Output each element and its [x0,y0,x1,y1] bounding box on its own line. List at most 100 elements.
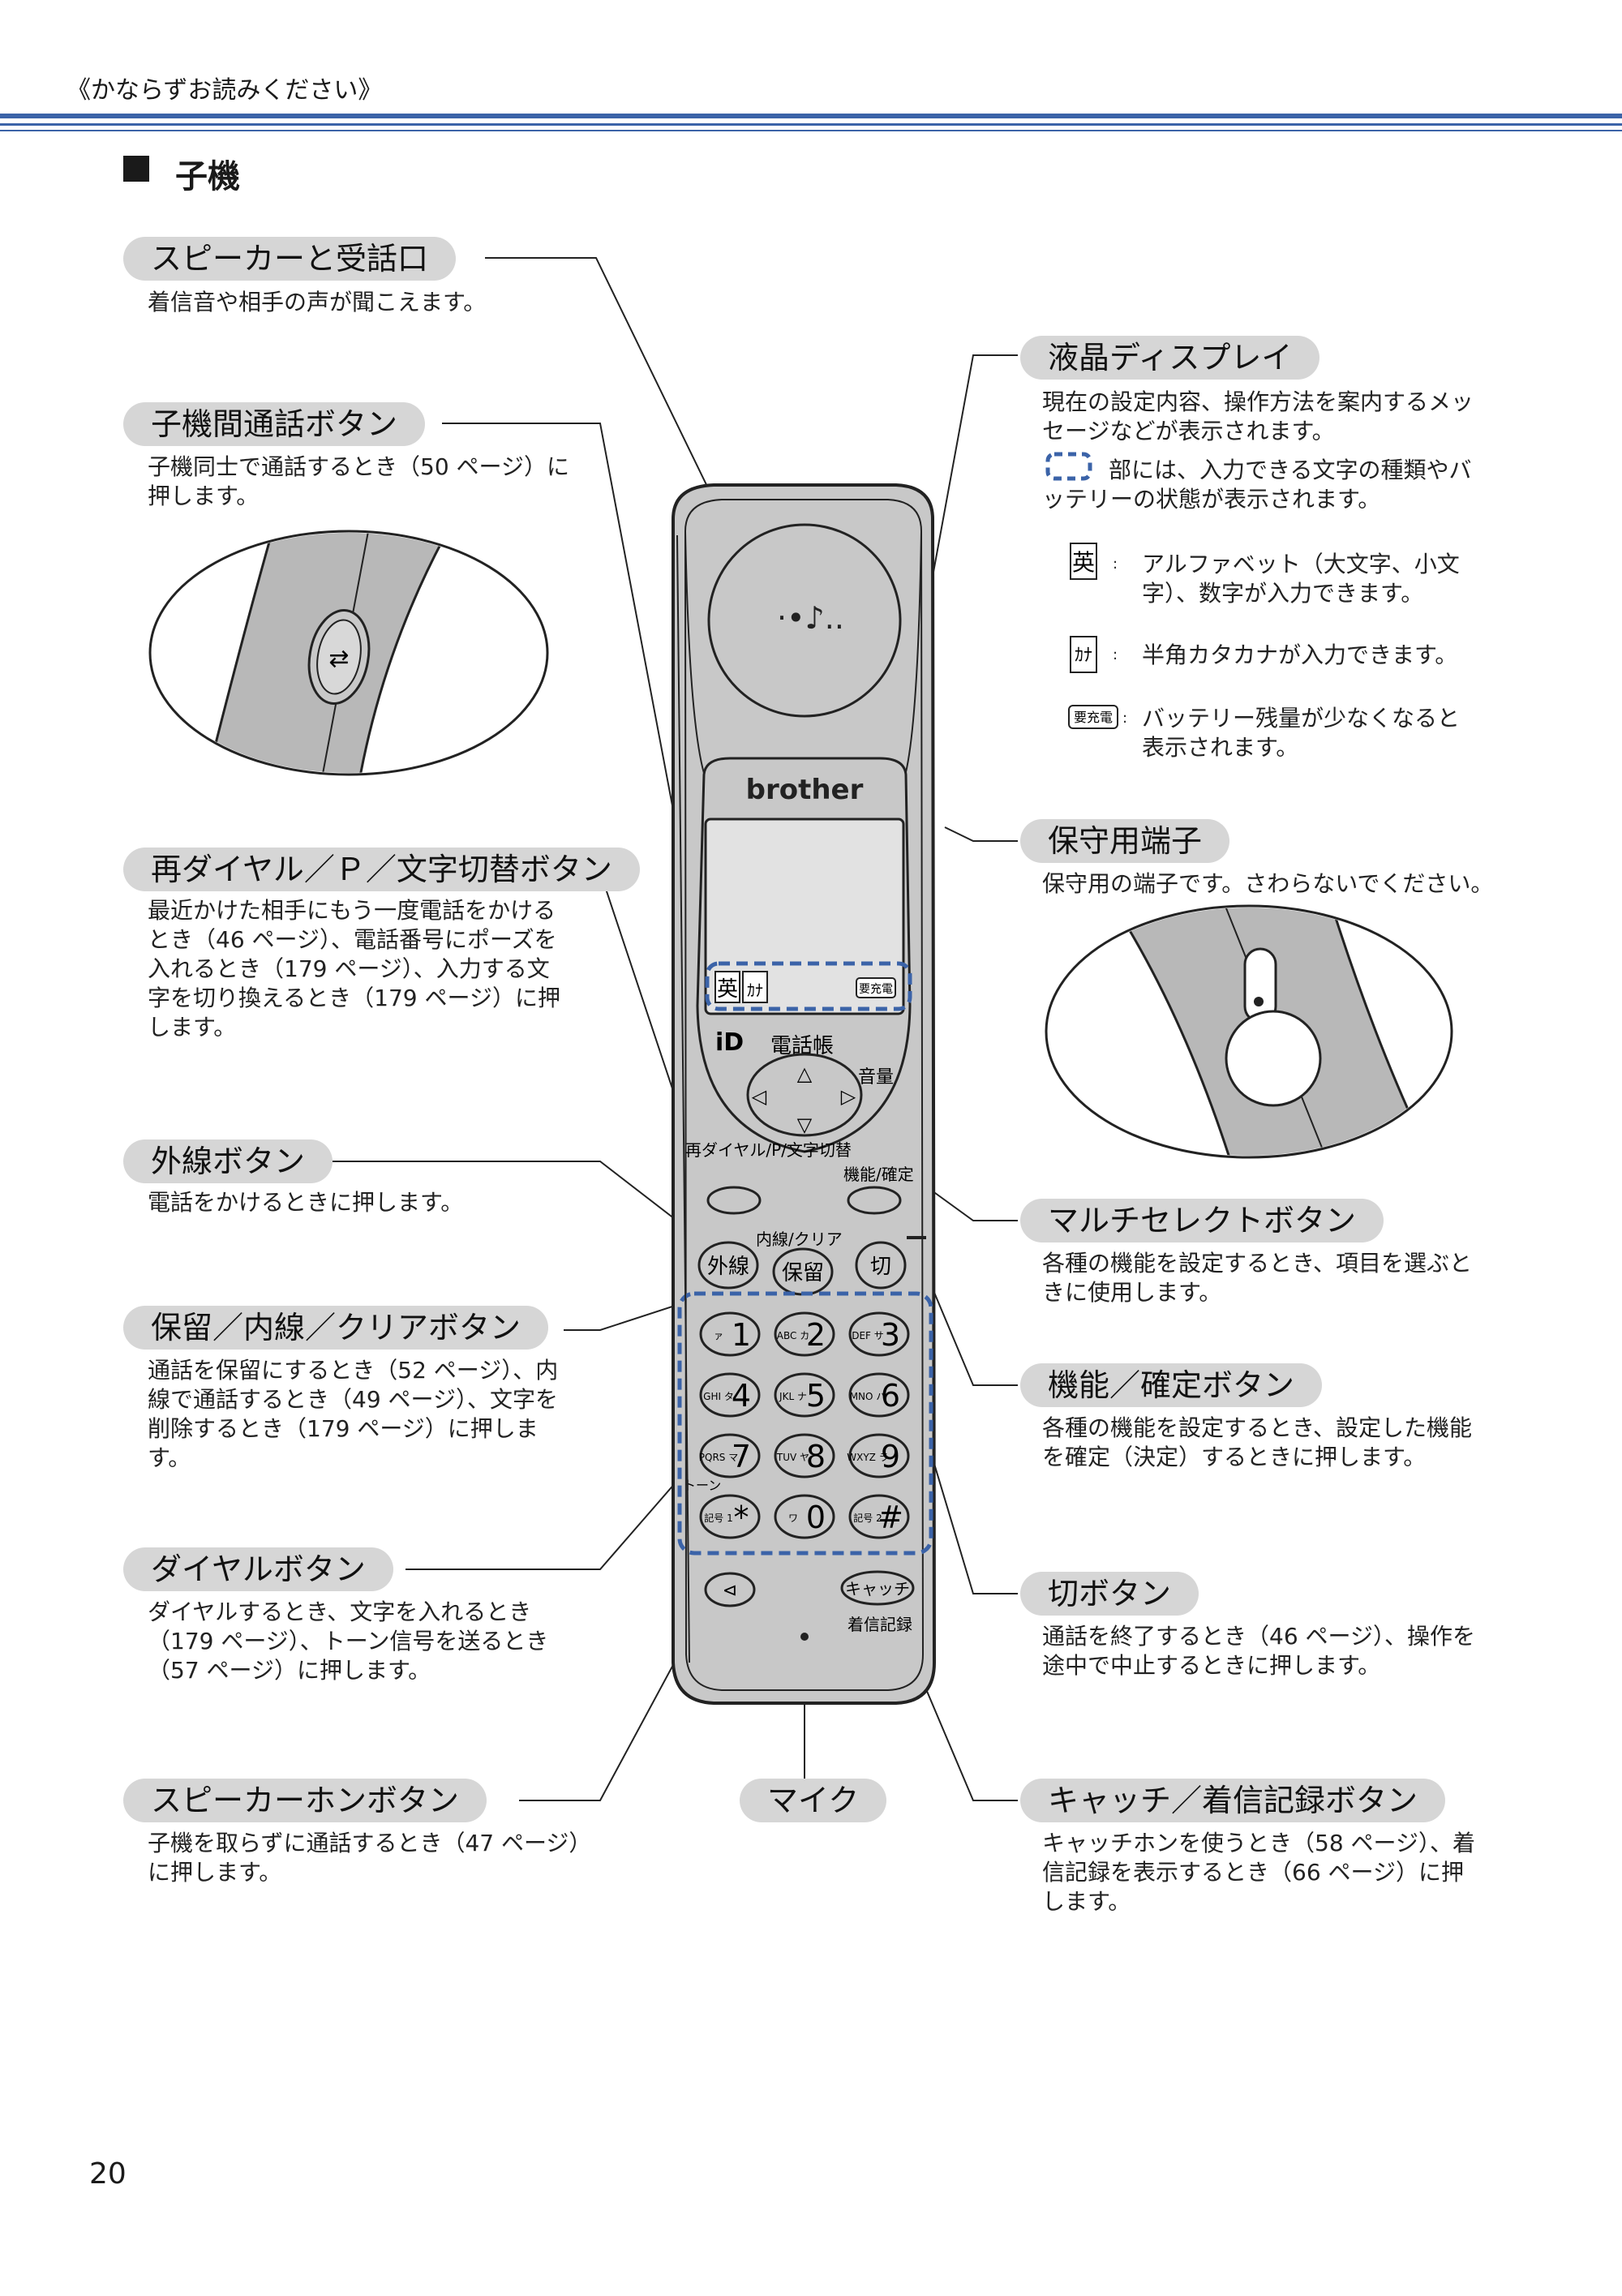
tone-label: トーン [683,1478,721,1493]
leader-intercom [442,423,678,832]
dial-key-sub-label: ァ [714,1330,723,1341]
callout-maintenance-desc: 保守用の端子です。さわらないでください。 [1042,870,1494,897]
speakerphone-button [704,1572,756,1607]
document-header-note: 《かならずお読みください》 [67,76,383,105]
maintenance-terminal-zoom [1045,904,1453,1159]
dial-key-sub-label: ワ [788,1513,798,1524]
dial-key-number: 5 [806,1378,826,1414]
lcd-kana-glyph: ｶﾅ [747,981,763,1000]
callout-off: 切ボタン [1020,1572,1199,1616]
callout-multi-desc: 各種の機能を設定するとき、項目を選ぶときに使用します。 [1042,1250,1473,1306]
func-confirm-button [847,1186,902,1215]
section-title: 子機 [175,158,240,195]
ringtone-icon: ·•♪.. [777,600,844,636]
callout-catch: キャッチ／着信記録ボタン [1020,1779,1446,1822]
callout-lcd-desc: 現在の設定内容、操作方法を案内するメッセージなどが表示されます。 [1042,388,1474,444]
dial-key-number: 4 [732,1378,751,1414]
intercom-icon: ⇄ [328,645,349,673]
dial-key-9[interactable]: WXYZ ラ9 [847,1433,910,1478]
callout-speakerphone: スピーカーホンボタン [123,1779,487,1822]
brand-logo: brother [746,774,864,806]
svg-text:◁: ◁ [752,1085,767,1108]
header-rule [0,130,1622,131]
multi-select-button [746,1053,863,1137]
dial-key-number: 0 [806,1500,826,1535]
callout-redial: 再ダイヤル／Ｐ／文字切替ボタン [123,848,640,891]
microphone-hole [800,1633,809,1641]
english-mode-icon [1070,543,1097,580]
dial-key-sub-label: MNO ハ [850,1391,886,1402]
svg-text:切: 切 [870,1255,891,1279]
dial-key-7[interactable]: PQRS マ7 [699,1433,761,1478]
callout-intercom-desc: 子機同士で通話するとき（50 ページ）に押します。 [148,453,569,509]
lcd-english-glyph: 英 [717,977,738,1002]
lcd-kana-desc: 半角カタカナが入力できます。 [1142,642,1458,668]
callout-multi: マルチセレクトボタン [1020,1199,1384,1242]
kana-mode-icon [1070,636,1097,673]
callout-hold: 保留／内線／クリアボタン [123,1306,549,1350]
dial-key-number: 3 [881,1317,900,1353]
handset-body: ·•♪.. brother 英 ｶﾅ 要充電 iD 電話帳 音量 △ ▽ ◁ ▷… [672,483,937,1705]
svg-text:要充電: 要充電 [1074,710,1113,725]
dial-key-2[interactable]: ABC カ2 [774,1311,835,1357]
callout-dial: ダイヤルボタン [123,1547,393,1591]
dial-keypad-area [677,1291,933,1556]
dial-key-star[interactable]: 記号 1* [699,1494,761,1539]
callout-outside-desc: 電話をかけるときに押します。 [148,1189,464,1216]
callout-hold-desc: 通話を保留にするとき（52 ページ）、内線で通話するとき（49 ページ）、文字を… [148,1357,559,1471]
dial-key-number: # [878,1500,903,1535]
func-key-label: 機能/確定 [843,1165,914,1184]
callout-maintenance: 保守用端子 [1020,819,1230,863]
callout-func-desc: 各種の機能を設定するとき、設定した機能を確定（決定）するときに押します。 [1042,1414,1473,1470]
callout-dial-desc: ダイヤルするとき、文字を入れるとき（179 ページ）、トーン信号を送るとき（57… [148,1599,549,1684]
dial-key-number: 8 [806,1439,826,1474]
redial-button [706,1186,762,1215]
dial-key-sub-label: TUV ヤ [776,1452,809,1463]
dial-key-number: 2 [806,1317,826,1353]
off-button [855,1241,907,1290]
dial-key-sub-label: 記号 1 [704,1512,732,1524]
dial-key-8[interactable]: TUV ヤ8 [774,1433,835,1478]
dial-key-number: * [734,1500,749,1535]
incoming-log-label: 着信記録 [847,1615,912,1634]
indicator-area-icon [1045,452,1092,481]
svg-text:ｶﾅ: ｶﾅ [1075,646,1092,666]
leader-dial [406,1475,682,1570]
callout-lcd: 液晶ディスプレイ [1020,336,1320,380]
dial-key-sub-label: WXYZ ラ [847,1452,888,1463]
dial-key-sub-label: ABC カ [777,1330,809,1341]
volume-label: 音量 [858,1067,894,1088]
dial-key-sub-label: JKL ナ [779,1391,807,1402]
svg-text:▷: ▷ [841,1085,856,1108]
dial-key-number: 6 [881,1378,900,1414]
callout-speaker: スピーカーと受話口 [123,237,457,281]
lcd-english-desc: アルファベット（大文字、小文字）、数字が入力できます。 [1142,551,1460,607]
intercom-button-zoom: ⇄ [148,530,549,776]
callout-catch-desc: キャッチホンを使うとき（58 ページ）、着信記録を表示するとき（66 ページ）に… [1042,1830,1475,1915]
dial-key-sub-label: PQRS マ [699,1452,738,1463]
svg-text:保留: 保留 [782,1261,824,1285]
dial-key-3[interactable]: DEF サ3 [848,1311,910,1357]
section-bullet-icon [123,156,149,182]
callout-outside: 外線ボタン [123,1139,333,1183]
intercom-clear-label: 内線/クリア [756,1230,843,1249]
callout-lcd-desc2: 部には、入力できる文字の種類やバッテリーの状態が表示されます。 [1042,457,1472,513]
dial-key-number: 1 [732,1317,751,1353]
dial-key-5[interactable]: JKL ナ5 [774,1372,835,1418]
dial-key-6[interactable]: MNO ハ6 [848,1372,910,1418]
lcd-battery-glyph: 要充電 [859,983,893,996]
redial-key-label: 再ダイヤル/P/文字切替 [685,1140,852,1160]
speakerphone-icon: ⊲ [723,1581,737,1601]
dial-key-number: 7 [732,1439,751,1474]
header-rule [0,123,1622,126]
svg-text:△: △ [797,1062,813,1085]
svg-text:外線: 外線 [707,1255,749,1279]
callout-speakerphone-desc: 子機を取らずに通話するとき（47 ページ）に押します。 [148,1830,581,1886]
battery-low-icon [1068,705,1118,729]
dial-key-4[interactable]: GHI タ4 [699,1372,761,1418]
dial-key-hash[interactable]: 記号 2# [848,1494,910,1539]
